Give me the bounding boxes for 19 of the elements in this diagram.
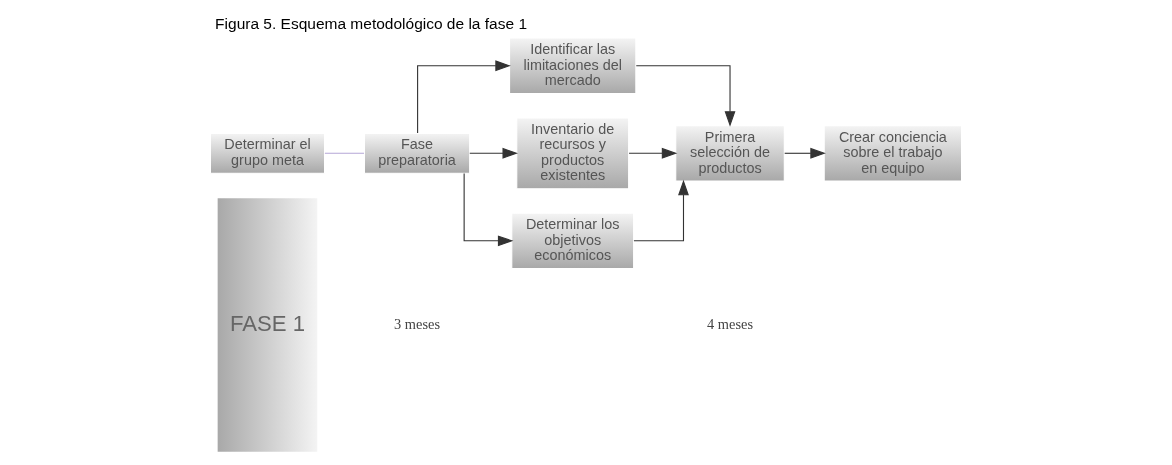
node-box: Crear conciencia sobre el trabajo en equipo [823,125,963,182]
label: 3 meses [394,315,441,332]
arrow [633,179,689,242]
node-box: Determinar los objetivos económicos [511,212,635,270]
node-box: Determinar el grupo meta [209,132,326,174]
node-box: Identificar las limitaciones del mercado [509,37,637,94]
arrow [463,173,514,247]
node-box: FASE 1 [216,197,319,453]
node-box: Inventario de recursos y productos existentes [516,117,630,190]
connector [324,152,365,154]
node-box: Fase preparatoria [363,132,471,174]
node-box: Primera selección de productos [675,125,785,182]
arrow [417,60,511,134]
diagram-title: Figura 5. Esquema metodológico de la fase 1 [215,15,528,33]
arrow [635,65,736,127]
arrow [784,147,826,159]
arrow [628,147,678,159]
label: 4 meses [707,315,754,332]
arrow [469,147,518,159]
